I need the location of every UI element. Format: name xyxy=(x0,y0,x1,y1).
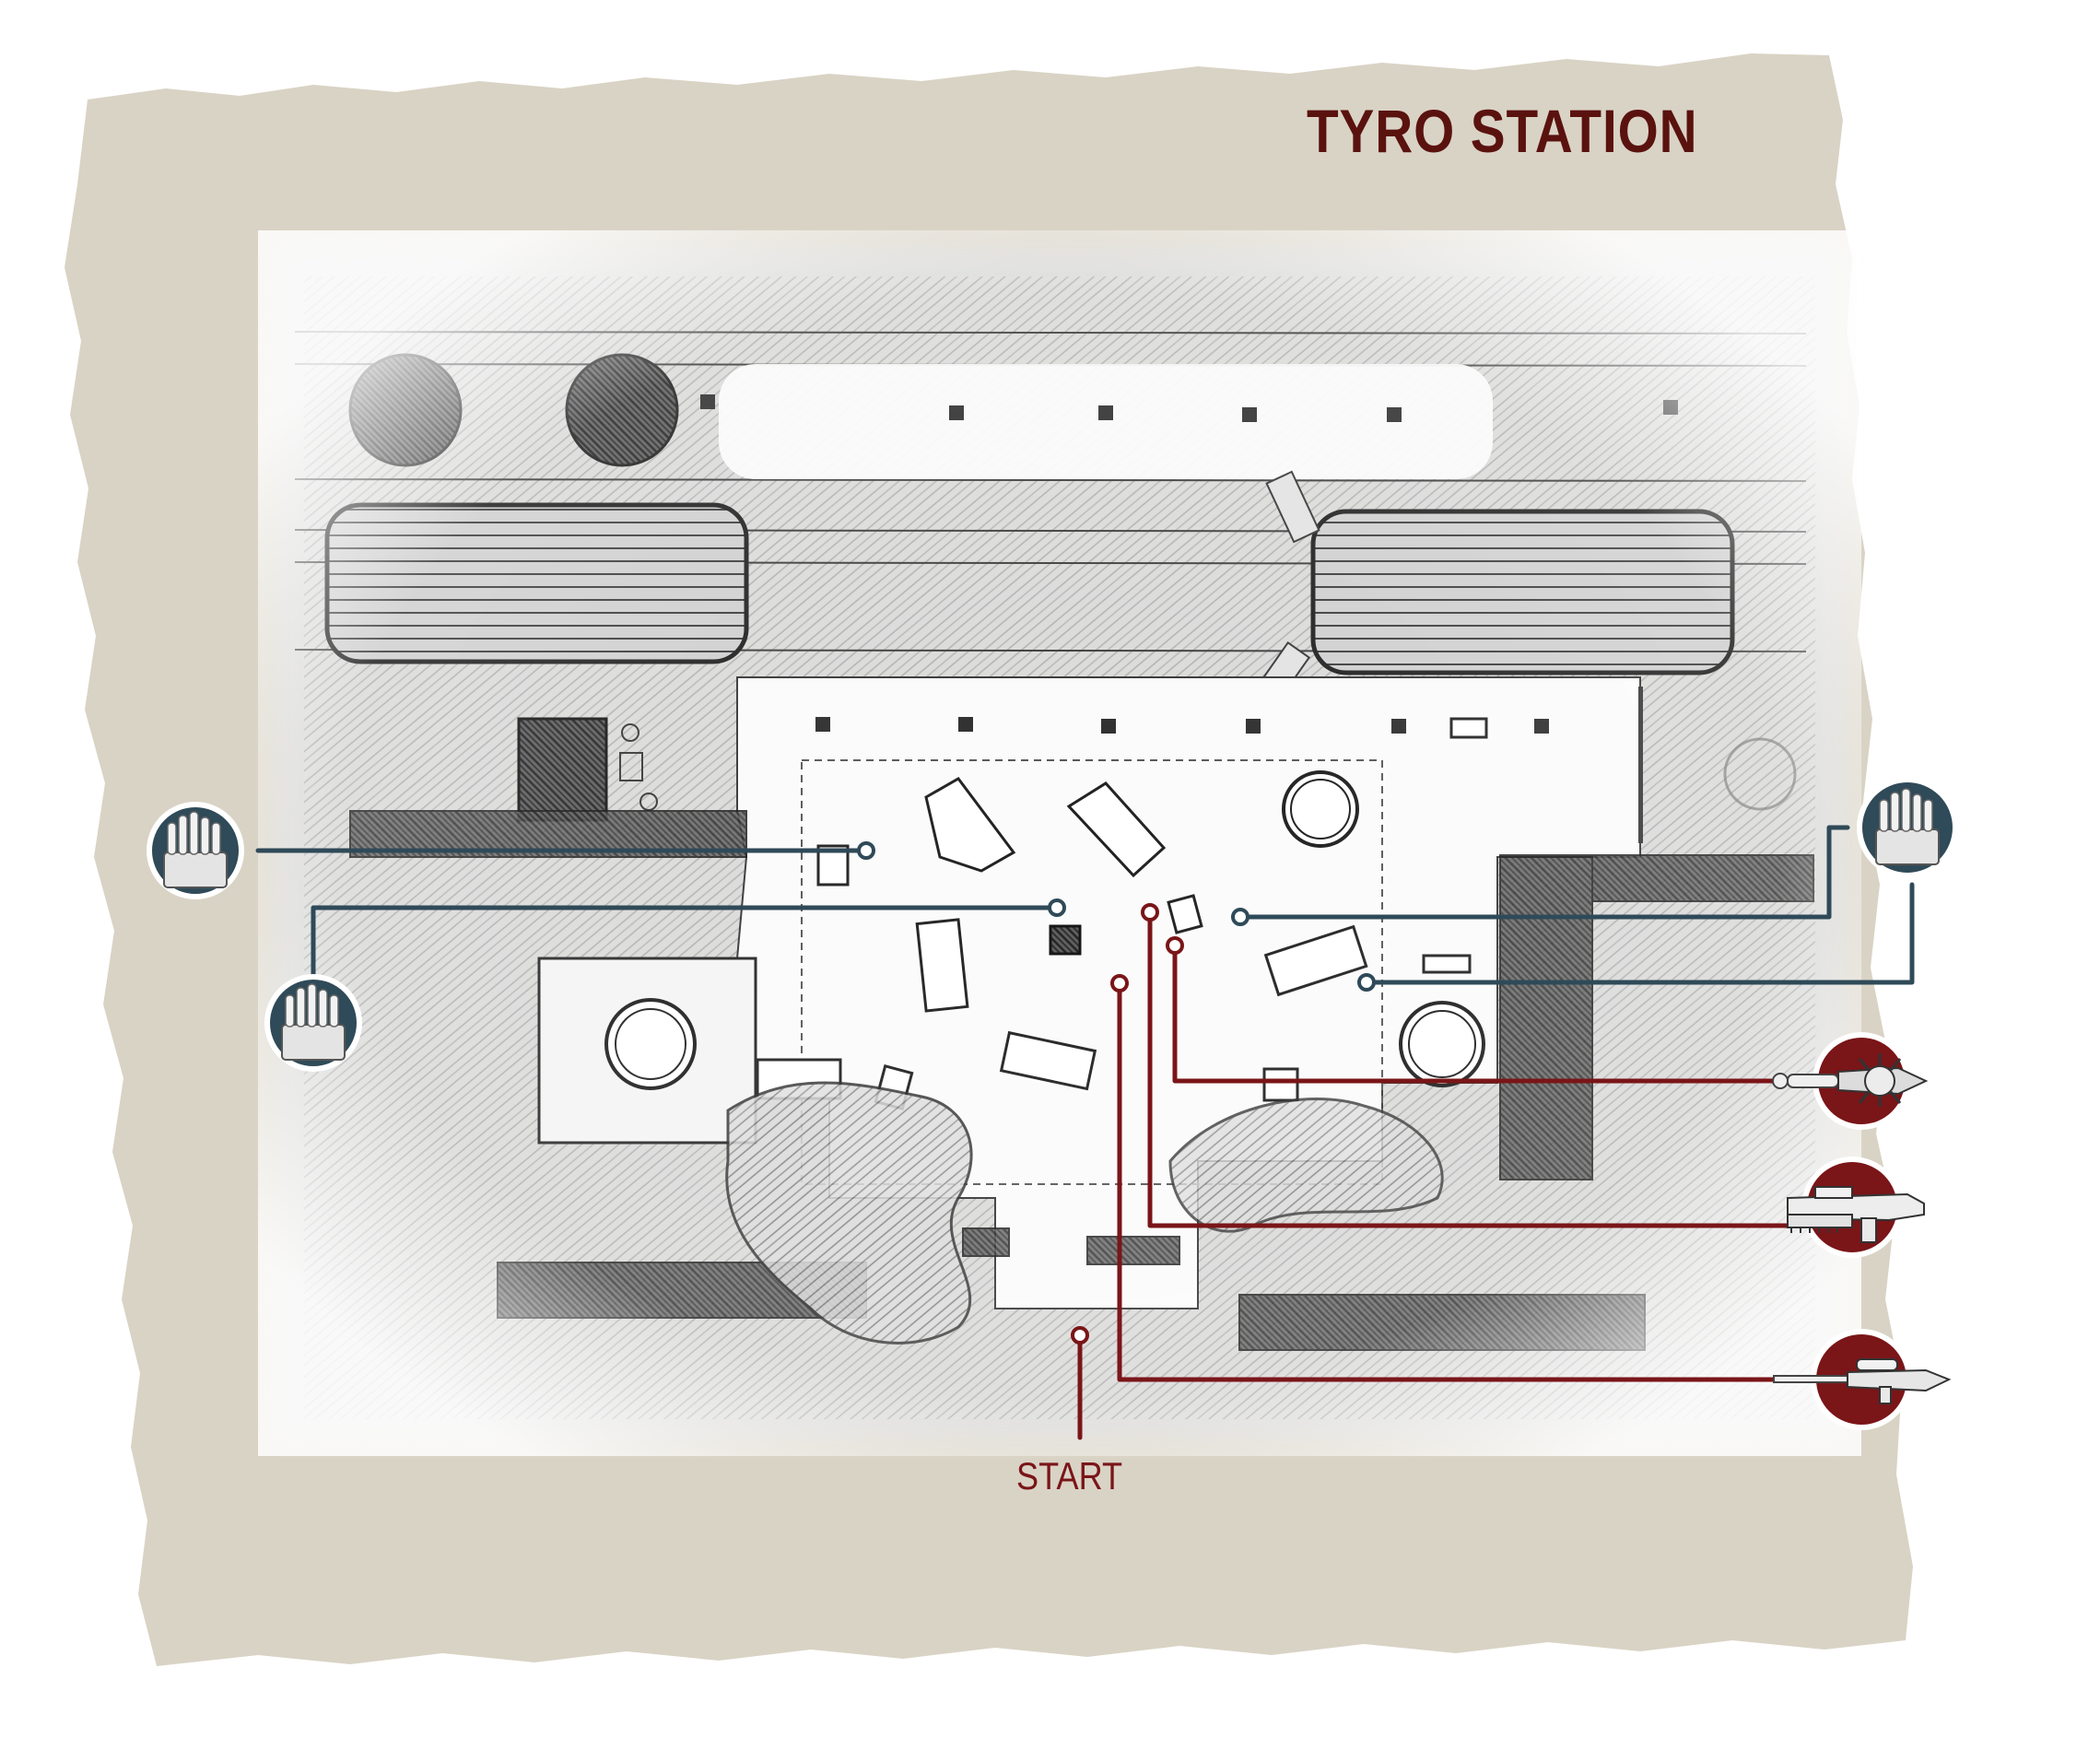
weapon-dot-1 xyxy=(1166,936,1184,955)
weapon-marker-2[interactable] xyxy=(1787,1157,1925,1258)
map-title: TYRO STATION xyxy=(1307,97,1698,165)
map-body xyxy=(258,230,1861,1456)
ammo-marker-southwest[interactable] xyxy=(264,974,362,1072)
callout-end-dots xyxy=(857,841,1376,1345)
fog-overlay xyxy=(258,230,1861,1456)
ammo-marker-west[interactable] xyxy=(147,802,244,899)
start-dot xyxy=(1071,1326,1089,1345)
ammo-line-east-1 xyxy=(1238,825,1850,920)
weapon-line-1 xyxy=(1172,943,1804,1084)
weapon-line-2 xyxy=(1147,910,1804,1228)
ammo-dot-west xyxy=(857,841,875,860)
weapon-marker-3[interactable] xyxy=(1773,1329,1952,1430)
ammo-box-icon xyxy=(163,811,228,888)
spiked-launcher-icon xyxy=(1772,1053,1929,1107)
ammo-line-southwest xyxy=(311,905,1060,980)
ammo-marker-east[interactable] xyxy=(1857,777,1958,878)
ammo-dot-southwest xyxy=(1048,898,1066,917)
ammo-dot-east-2 xyxy=(1357,973,1376,992)
weapon-dot-2 xyxy=(1141,903,1159,922)
weapon-callout-lines xyxy=(1077,910,1804,1440)
weapon-marker-1[interactable] xyxy=(1772,1032,1929,1130)
weapon-line-3 xyxy=(1117,981,1804,1382)
ammo-box-icon xyxy=(1875,788,1940,865)
sniper-rifle-icon xyxy=(1773,1358,1952,1404)
weapon-dot-3 xyxy=(1110,974,1129,992)
start-label: START xyxy=(1016,1454,1123,1497)
ammo-dot-east-1 xyxy=(1231,908,1249,926)
ammo-box-icon xyxy=(281,983,346,1061)
lancer-rifle-icon xyxy=(1787,1186,1925,1243)
ammo-line-east-2 xyxy=(1364,882,1915,985)
ammo-callout-lines xyxy=(255,825,1915,985)
